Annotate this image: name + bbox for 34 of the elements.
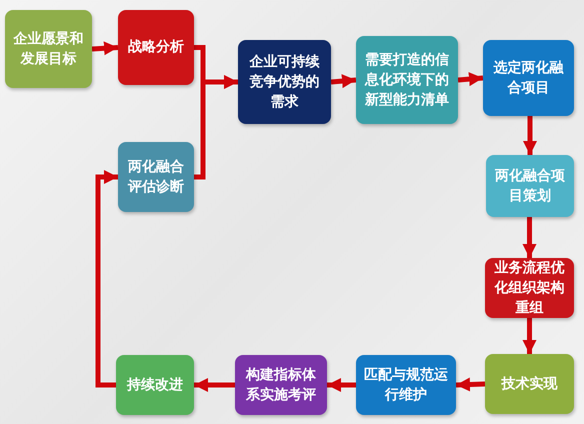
process-box bbox=[485, 258, 574, 318]
arrow bbox=[327, 378, 356, 392]
box-label: 企业愿景和发展目标 bbox=[12, 30, 84, 69]
box-label: 技术实现 bbox=[502, 374, 558, 394]
process-box bbox=[116, 355, 194, 415]
process-box bbox=[483, 40, 574, 116]
arrow bbox=[92, 41, 118, 56]
arrow bbox=[96, 170, 118, 388]
process-box bbox=[118, 10, 194, 85]
box-label: 企业可持续竞争优势的需求 bbox=[248, 52, 320, 112]
box-label: 业务流程优化组织架构重组 bbox=[493, 258, 566, 318]
box-label: 构建指标体系实施考评 bbox=[244, 366, 317, 405]
box-label: 两化融合评估诊断 bbox=[126, 158, 185, 197]
box-label: 持续改进 bbox=[127, 376, 183, 395]
process-box bbox=[238, 40, 331, 124]
box-label: 两化融合项目策划 bbox=[494, 166, 566, 206]
box-label: 需要打造的信息化环境下的新型能力清单 bbox=[364, 50, 450, 110]
box-label: 战略分析 bbox=[128, 38, 184, 58]
process-box bbox=[486, 155, 574, 217]
process-box bbox=[356, 36, 458, 124]
arrow bbox=[456, 378, 486, 392]
box-label: 匹配与规范运行维护 bbox=[363, 366, 449, 405]
arrow bbox=[522, 318, 536, 354]
process-box bbox=[118, 142, 194, 212]
arrow bbox=[458, 72, 484, 86]
process-box bbox=[5, 10, 92, 88]
arrow bbox=[194, 378, 235, 392]
process-box bbox=[485, 354, 574, 414]
arrow bbox=[523, 116, 537, 155]
process-box bbox=[356, 355, 456, 415]
arrow bbox=[522, 217, 536, 258]
arrow bbox=[330, 74, 356, 88]
process-box bbox=[235, 355, 327, 415]
box-label: 选定两化融合项目 bbox=[492, 58, 564, 98]
